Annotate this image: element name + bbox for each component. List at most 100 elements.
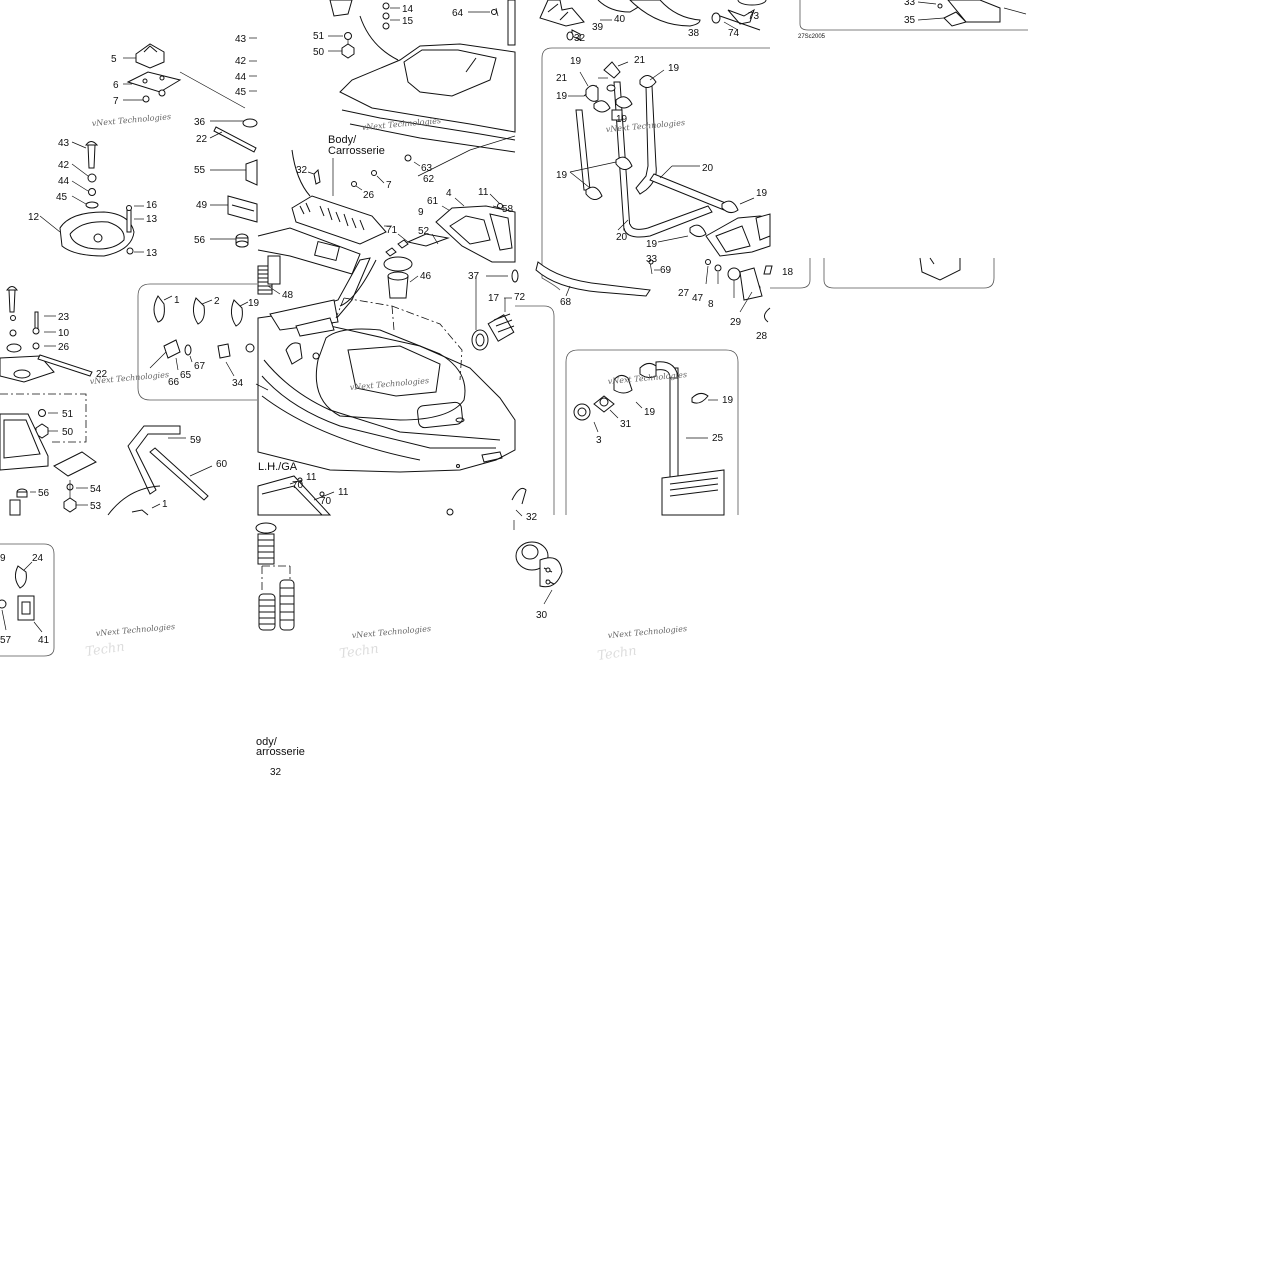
callout-41: 41 [38, 635, 50, 646]
callout-73: 73 [748, 11, 760, 22]
callout-74: 74 [728, 28, 740, 39]
callout-3: 3 [596, 435, 602, 446]
callout-68: 68 [560, 297, 572, 308]
callout-19: 19 [248, 298, 260, 309]
callout-13: 13 [146, 214, 158, 225]
callout-65: 65 [180, 370, 192, 381]
callout-49: 49 [196, 200, 208, 211]
callout-16: 16 [146, 200, 158, 211]
callout-64: 64 [452, 8, 464, 19]
callout-19: 19 [668, 63, 680, 74]
callout-52: 52 [418, 226, 430, 237]
callout-20: 20 [702, 163, 714, 174]
callout-70: 70 [292, 480, 304, 491]
callout-21: 21 [556, 73, 568, 84]
callout-72: 72 [514, 292, 526, 303]
callout-42: 42 [235, 56, 247, 67]
callout-20: 20 [616, 232, 628, 243]
callout-labels: 5674342444543424445362255495612161313231… [0, 0, 916, 778]
callout-7: 7 [113, 96, 119, 107]
callout-39: 39 [592, 22, 604, 33]
callout-19: 19 [570, 56, 582, 67]
callout-25: 25 [712, 433, 724, 444]
callout-4: 4 [446, 188, 452, 199]
callout-1: 1 [162, 499, 168, 510]
drawing-code: 27Sc2005 [798, 34, 826, 40]
callout-30: 30 [536, 610, 548, 621]
callout-9: 9 [0, 553, 6, 564]
callout-5: 5 [111, 54, 117, 65]
callout-70: 70 [320, 496, 332, 507]
callout-11: 11 [306, 472, 317, 483]
callout-22: 22 [196, 134, 208, 145]
callout-59: 59 [190, 435, 202, 446]
callout-44: 44 [235, 72, 247, 83]
tile-seat-hardware [0, 37, 258, 657]
callout-19: 19 [756, 188, 768, 199]
callout-51: 51 [313, 31, 325, 42]
callout-43: 43 [58, 138, 70, 149]
callout-60: 60 [216, 459, 228, 470]
callout-19: 19 [556, 170, 568, 181]
callout-40: 40 [614, 14, 626, 25]
callout-19: 19 [646, 239, 658, 250]
callout-31: 31 [620, 419, 632, 430]
callout-56: 56 [194, 235, 206, 246]
callout-19: 19 [722, 395, 734, 406]
callout-54: 54 [90, 484, 102, 495]
callout-19: 19 [644, 407, 656, 418]
watermark-faded-2: Techn [338, 642, 379, 662]
callout-47: 47 [692, 293, 704, 304]
watermark-text-7: vNext Technologies [95, 622, 175, 638]
callout-44: 44 [58, 176, 70, 187]
callout-57: 57 [0, 635, 12, 646]
callout-63: 63 [421, 163, 433, 174]
callout-36: 36 [194, 117, 206, 128]
callout-23: 23 [58, 312, 70, 323]
callout-69: 69 [660, 265, 672, 276]
callout-45: 45 [56, 192, 68, 203]
callout-18: 18 [782, 267, 794, 278]
callout-32: 32 [574, 33, 586, 44]
callout-11: 11 [338, 487, 349, 498]
callout-58: 58 [502, 204, 514, 215]
callout-11: 11 [478, 187, 489, 198]
body-title-line2: Carrosserie [328, 145, 385, 157]
callout-14: 14 [402, 4, 414, 15]
callout-67: 67 [194, 361, 206, 372]
watermark-text-8: vNext Technologies [351, 624, 431, 640]
watermark-text-9: vNext Technologies [607, 624, 687, 640]
callout-32: 32 [270, 767, 282, 778]
callout-9: 9 [418, 207, 424, 218]
callout-26: 26 [58, 342, 70, 353]
callout-55: 55 [194, 165, 206, 176]
callout-33: 33 [904, 0, 916, 8]
callout-34: 34 [232, 378, 244, 389]
callout-24: 24 [32, 553, 44, 564]
callout-43: 43 [235, 34, 247, 45]
callout-37: 37 [468, 271, 480, 282]
callout-45: 45 [235, 87, 247, 98]
lower-body-title-line2: arrosserie [256, 746, 305, 758]
callout-71: 71 [386, 225, 398, 236]
callout-28: 28 [756, 331, 768, 342]
callout-8: 8 [708, 299, 714, 310]
tile-hull-body: Body/ Carrosserie [245, 0, 555, 758]
lh-ga-label: L.H./GA [258, 461, 298, 473]
callout-51: 51 [62, 409, 74, 420]
callout-53: 53 [90, 501, 102, 512]
callout-21: 21 [634, 55, 646, 66]
watermark-text-2: vNext Technologies [361, 116, 441, 132]
callout-46: 46 [420, 271, 432, 282]
callout-7: 7 [386, 180, 392, 191]
callout-56: 56 [38, 488, 50, 499]
callout-17: 17 [488, 293, 500, 304]
callout-26: 26 [363, 190, 375, 201]
callout-29: 29 [730, 317, 742, 328]
callout-32: 32 [526, 512, 538, 523]
callout-32: 32 [296, 165, 308, 176]
callout-27: 27 [678, 288, 690, 299]
callout-66: 66 [168, 377, 180, 388]
callout-6: 6 [113, 80, 119, 91]
